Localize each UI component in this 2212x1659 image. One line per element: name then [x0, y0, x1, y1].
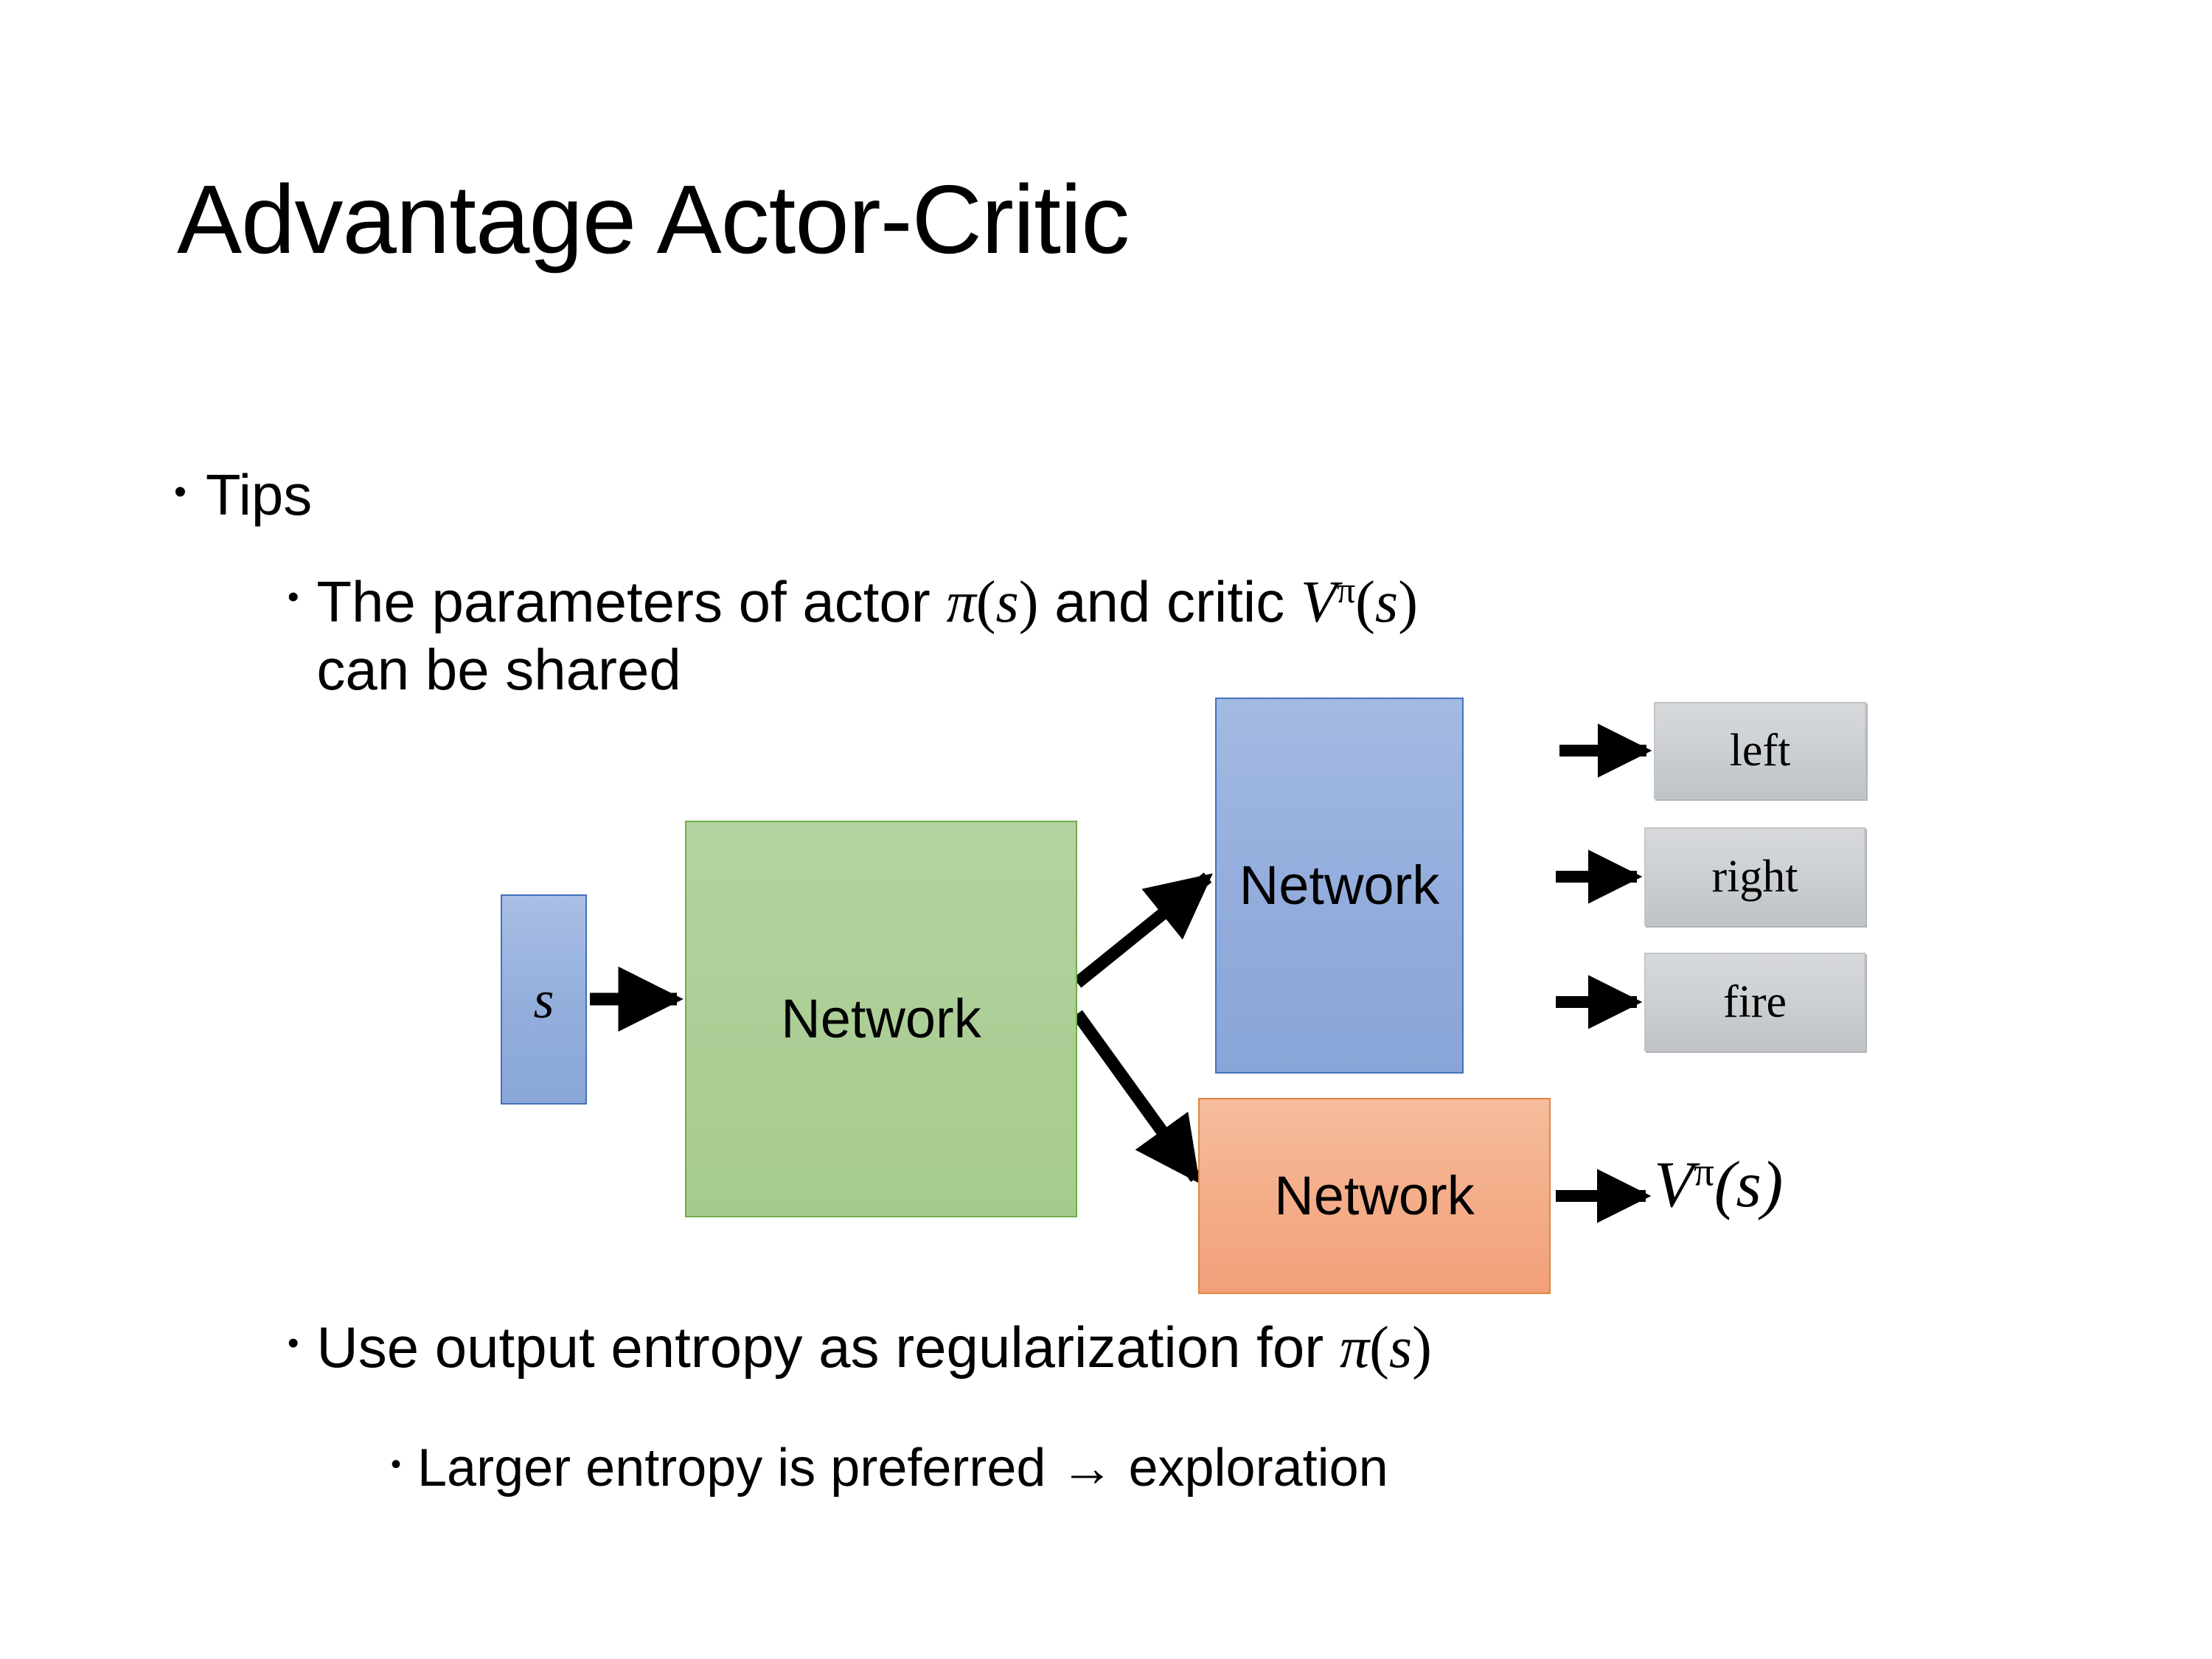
parameters-text-mid: and critic	[1038, 569, 1301, 634]
bullet-marker-icon: •	[391, 1448, 402, 1481]
critic-output-value: Vπ(s)	[1654, 1151, 1783, 1217]
action-label-right: right	[1711, 852, 1798, 902]
bullet-tips: • Tips	[174, 462, 312, 529]
state-input-box[interactable]: s	[501, 894, 587, 1105]
critic-network-label: Network	[1274, 1165, 1475, 1226]
shared-network-label: Network	[781, 988, 981, 1049]
bullet-entropy-text: Use output entropy as regularization for…	[316, 1314, 1431, 1382]
action-box-fire[interactable]: fire	[1644, 953, 1865, 1051]
entropy-text-pre: Use output entropy as regularization for	[316, 1315, 1340, 1380]
math-v-pi-of-s-output: Vπ(s)	[1654, 1149, 1783, 1221]
bullet-parameters-text: The parameters of actor π(s) and critic …	[316, 568, 1947, 703]
parameters-text-pre: The parameters of actor	[316, 569, 947, 634]
action-label-left: left	[1729, 726, 1791, 776]
bullet-marker-icon: •	[288, 579, 299, 615]
actor-network-label: Network	[1239, 855, 1440, 916]
bullet-parameters-shared: • The parameters of actor π(s) and criti…	[288, 568, 1947, 703]
critic-output-superscript: π	[1694, 1149, 1714, 1194]
action-label-fire: fire	[1722, 977, 1787, 1027]
bullet-marker-icon: •	[288, 1325, 299, 1361]
parameters-text-line2: can be shared	[316, 637, 681, 703]
bullet-larger-entropy-label: Larger entropy is preferred → exploratio…	[417, 1439, 1388, 1498]
arrow-shared-to-critic	[1072, 1010, 1201, 1184]
arrow-shared-to-actor	[1073, 872, 1213, 988]
action-box-left[interactable]: left	[1654, 702, 1866, 799]
critic-output-argument: (s)	[1714, 1148, 1784, 1221]
actor-network-box[interactable]: Network	[1215, 698, 1464, 1074]
bullet-entropy-regularization: • Use output entropy as regularization f…	[288, 1314, 1432, 1382]
math-pi-of-s: π(s)	[946, 569, 1039, 635]
action-box-right[interactable]: right	[1644, 827, 1865, 926]
shared-network-box[interactable]: Network	[685, 821, 1077, 1217]
page-title: Advantage Actor-Critic	[177, 165, 1130, 274]
critic-network-box[interactable]: Network	[1198, 1098, 1551, 1294]
bullet-larger-entropy: • Larger entropy is preferred → explorat…	[391, 1438, 1388, 1498]
bullet-marker-icon: •	[174, 473, 187, 512]
bullet-tips-label: Tips	[205, 462, 313, 527]
math-pi-of-s-entropy: π(s)	[1339, 1315, 1432, 1380]
state-input-label: s	[533, 970, 554, 1029]
critic-output-base: V	[1654, 1148, 1694, 1221]
math-v-pi-of-s: Vπ(s)	[1300, 569, 1418, 635]
